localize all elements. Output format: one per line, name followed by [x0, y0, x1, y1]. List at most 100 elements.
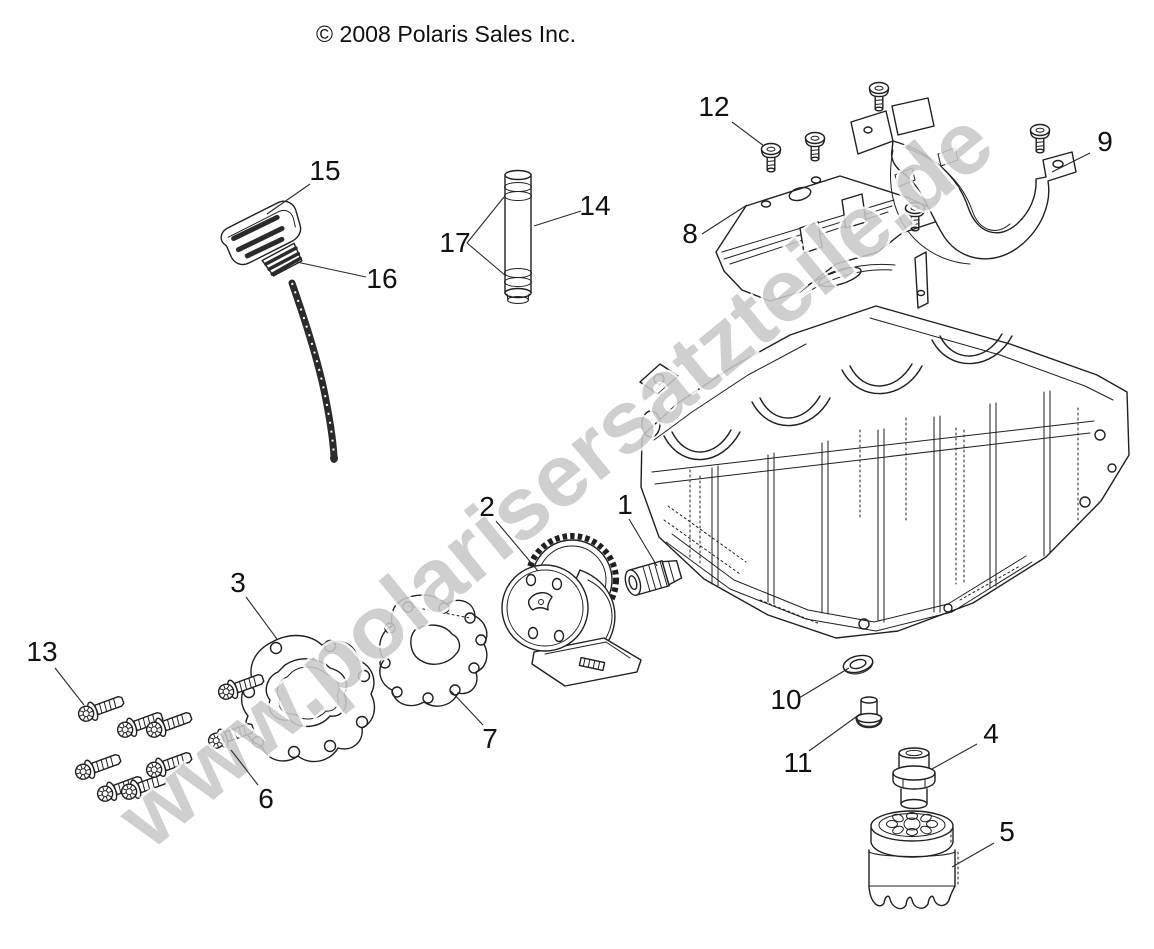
callout-16-label: 16: [366, 263, 397, 294]
pump-face-hole-3: [527, 626, 539, 640]
gasket-hole-10: [384, 622, 396, 634]
part-sealing-washer: [842, 654, 874, 675]
dipstick-handle-inner: [227, 209, 296, 238]
shield-inner-edge: [902, 146, 1011, 231]
cover-hole-1: [269, 641, 283, 655]
pump-base-line: [544, 641, 631, 659]
filter-port-7: [906, 812, 918, 820]
shield-slot-holes: [894, 147, 959, 188]
plug-flange-edge: [855, 717, 883, 729]
shield-tab-left-2: [891, 97, 935, 136]
dipstick-oring: [264, 246, 302, 276]
shield-right-tab-hole: [1052, 159, 1064, 169]
callout-9-label: 9: [1097, 126, 1113, 157]
crankcase-hole-5: [943, 603, 953, 613]
pump-face-hole-4: [553, 629, 565, 643]
part-filter-fitting: [892, 747, 936, 810]
pump-face-pin: [538, 599, 544, 605]
bracket-flap: [914, 251, 929, 309]
crankcase-bore-1: [663, 429, 741, 461]
leader-line-9: [1051, 152, 1091, 173]
part-oil-pump: [501, 533, 642, 687]
fitting-knurl: [642, 560, 675, 592]
shield-tab-left-1: [850, 110, 894, 155]
crankcase-hole-2: [1107, 463, 1117, 473]
filter-top-outer: [870, 810, 954, 842]
part-heat-shield: [850, 97, 1077, 265]
crankcase-lug: [639, 363, 679, 395]
fitting-face: [624, 569, 642, 596]
callout-3: 3: [230, 567, 278, 640]
part-pump-cover: [241, 634, 376, 763]
gasket-hole-8: [391, 686, 403, 698]
pump-face-slot: [527, 592, 553, 611]
fitting4-bore: [905, 749, 923, 757]
dipstick-tip: [330, 453, 338, 463]
gasket-hole-5: [468, 662, 480, 674]
pump-face-hole-2: [551, 577, 563, 591]
gasket-hole-4: [475, 634, 487, 646]
crankcase-ribs: [711, 390, 1051, 623]
cover-hole-5: [323, 739, 337, 753]
leader-line-16: [291, 260, 367, 278]
crankcase-lug-hole: [653, 373, 665, 385]
filter-shading: [950, 829, 959, 885]
leader-line-15: [266, 183, 311, 215]
callout-10-label: 10: [770, 684, 801, 715]
shield-lower-lip: [889, 149, 971, 265]
filter-port-6: [892, 813, 904, 823]
crankcase-skirt: [665, 533, 1033, 632]
shield-saddle: [890, 140, 1077, 260]
bracket-wing-lines: [799, 263, 896, 294]
callout-11: 11: [783, 713, 861, 778]
crankcase-bore-4: [931, 333, 1013, 365]
callout-16: 16: [291, 260, 398, 294]
callout-3-label: 3: [230, 567, 246, 598]
callouts: 1 2 3 4 5 6 7 8: [26, 91, 1113, 868]
gasket-hole-3: [464, 612, 476, 624]
pump-housing-line: [587, 579, 613, 639]
callout-4: 4: [931, 718, 999, 770]
cover-channel-outer: [265, 658, 348, 727]
leader-line-1: [628, 518, 658, 567]
callout-5-label: 5: [999, 816, 1015, 847]
callout-14-label: 14: [579, 190, 610, 221]
button-screw: [804, 131, 826, 162]
callout-17: 17: [439, 196, 507, 277]
bracket-flap-hole: [916, 289, 926, 297]
leader-line-14: [533, 210, 582, 227]
bracket-large-hole: [788, 186, 812, 202]
filter-port-8: [920, 813, 932, 823]
pump-screw-threads: [582, 657, 601, 670]
bracket-small-hole-1: [760, 200, 772, 208]
callout-4-label: 4: [983, 718, 999, 749]
gasket-hole-7: [422, 692, 434, 704]
callout-12-label: 12: [698, 91, 729, 122]
washer-edge: [843, 661, 874, 675]
callout-1-label: 1: [617, 489, 633, 520]
dipstick-shaft: [288, 279, 338, 460]
gasket-hole-2: [438, 602, 450, 614]
dipstick-handle-grip: [231, 214, 285, 259]
cover-hole-2: [323, 639, 337, 653]
gasket-hole-1: [402, 601, 414, 613]
callout-7-label: 7: [482, 723, 498, 754]
cover-hole-6: [287, 745, 301, 759]
callout-14: 14: [533, 190, 611, 227]
cover-hole-4: [355, 715, 369, 729]
part-crankcase: [639, 305, 1130, 639]
filter-port-4: [892, 825, 904, 835]
button-screw: [868, 81, 890, 112]
fitting4-bottom: [900, 798, 928, 810]
crankcase-hatch: [663, 407, 1079, 625]
pump-face-hole-1: [525, 573, 537, 587]
callout-2: 2: [479, 491, 539, 572]
tube-oring-top-1: [504, 182, 532, 192]
cover-outline: [241, 634, 376, 763]
crankcase-bore-3: [841, 363, 923, 395]
callout-6: 6: [230, 749, 274, 814]
callout-17-label: 17: [439, 227, 470, 258]
crankcase-hole-4: [858, 618, 870, 630]
callout-15: 15: [266, 155, 341, 215]
tube-oring-bottom-1: [504, 268, 532, 278]
